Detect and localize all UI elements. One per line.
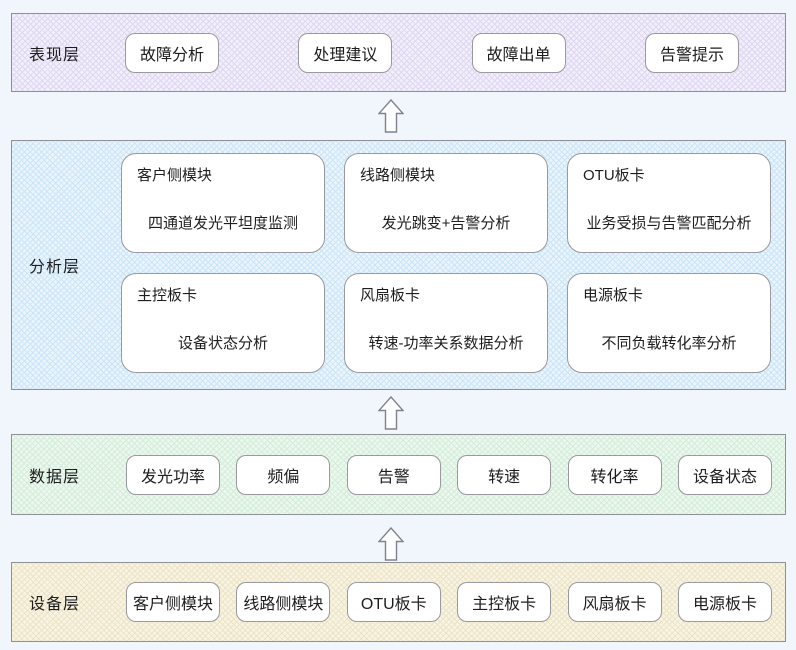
data-node: 频偏 (236, 454, 331, 495)
data-node: 转化率 (567, 454, 662, 495)
analysis-card-title: 风扇板卡 (360, 287, 421, 304)
device-node: 主控板卡 (457, 582, 552, 622)
presentation-node: 处理建议 (298, 32, 393, 73)
layer-label-analysis: 分析层 (29, 259, 81, 276)
layer-band-presentation: 表现层 故障分析 处理建议 故障出单 告警提示 (11, 13, 786, 92)
device-node: OTU板卡 (346, 582, 441, 622)
layer-band-device: 设备层 客户侧模块 线路侧模块 OTU板卡 主控板卡 风扇板卡 电源板卡 (11, 562, 786, 642)
analysis-card-title: 电源板卡 (583, 287, 644, 304)
analysis-card-subtitle: 四通道发光平坦度监测 (147, 215, 298, 232)
data-node-row: 发光功率 频偏 告警 转速 转化率 设备状态 (126, 454, 772, 495)
layer-label-presentation: 表现层 (29, 46, 81, 64)
up-arrow-icon (377, 395, 405, 430)
analysis-card-subtitle: 设备状态分析 (177, 335, 268, 352)
presentation-node-row: 故障分析 处理建议 故障出单 告警提示 (125, 32, 739, 73)
presentation-node: 故障分析 (125, 32, 219, 73)
data-node: 发光功率 (126, 454, 220, 495)
data-node: 转速 (457, 454, 552, 495)
analysis-card: 风扇板卡 转速-功率关系数据分析 (344, 273, 548, 373)
device-node-row: 客户侧模块 线路侧模块 OTU板卡 主控板卡 风扇板卡 电源板卡 (126, 582, 772, 622)
analysis-card-title: OTU板卡 (583, 167, 645, 184)
up-arrow-icon (377, 98, 405, 133)
layer-label-data: 数据层 (29, 468, 81, 486)
analysis-card-subtitle: 不同负载转化率分析 (601, 335, 737, 352)
analysis-card-grid: 客户侧模块 四通道发光平坦度监测 线路侧模块 发光跳变+告警分析 OTU板卡 业… (121, 153, 771, 373)
analysis-card-title: 主控板卡 (137, 287, 198, 304)
device-node: 电源板卡 (677, 582, 772, 622)
analysis-card: 客户侧模块 四通道发光平坦度监测 (121, 153, 325, 253)
layer-band-analysis: 分析层 客户侧模块 四通道发光平坦度监测 线路侧模块 发光跳变+告警分析 OTU… (11, 140, 786, 390)
layer-label-device: 设备层 (29, 596, 81, 613)
up-arrow-icon (377, 526, 405, 561)
analysis-card: 电源板卡 不同负载转化率分析 (567, 273, 771, 373)
device-node: 客户侧模块 (126, 582, 220, 622)
device-node: 风扇板卡 (567, 582, 662, 622)
analysis-card-title: 客户侧模块 (137, 167, 213, 184)
presentation-node: 故障出单 (471, 32, 566, 73)
analysis-card-subtitle: 转速-功率关系数据分析 (368, 335, 524, 352)
analysis-card-subtitle: 业务受损与告警匹配分析 (586, 215, 752, 232)
presentation-node: 告警提示 (644, 32, 739, 73)
analysis-card: 线路侧模块 发光跳变+告警分析 (344, 153, 548, 253)
analysis-card-subtitle: 发光跳变+告警分析 (381, 215, 511, 232)
device-node: 线路侧模块 (236, 582, 331, 622)
data-node: 设备状态 (677, 454, 772, 495)
layer-band-data: 数据层 发光功率 频偏 告警 转速 转化率 设备状态 (11, 434, 786, 515)
analysis-card-title: 线路侧模块 (360, 167, 436, 184)
analysis-card: 主控板卡 设备状态分析 (121, 273, 325, 373)
analysis-card: OTU板卡 业务受损与告警匹配分析 (567, 153, 771, 253)
data-node: 告警 (346, 454, 441, 495)
